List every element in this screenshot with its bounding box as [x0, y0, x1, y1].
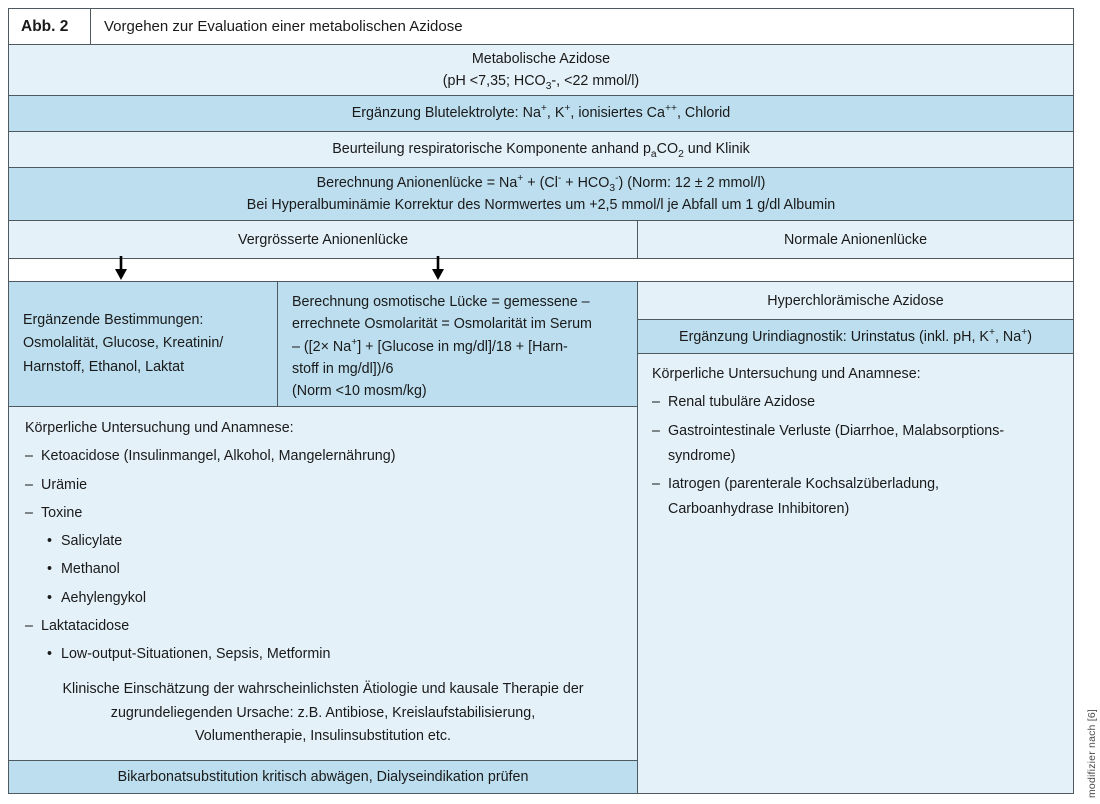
electrolytes-text: Ergänzung Blutelektrolyte: Na+, K+, ioni… — [351, 103, 731, 122]
normal-anion-gap-column: Hyperchlorämische Azidose Ergänzung Urin… — [638, 281, 1073, 793]
dash-marker: – — [25, 476, 33, 493]
respiratory-text: Beurteilung respiratorische Komponente a… — [332, 141, 750, 161]
anion-gap-formula: Berechnung Anionenlücke = Na+ + (Cl- + H… — [316, 173, 766, 194]
list-item: – Toxine — [25, 504, 621, 521]
closing-line-2: zugrundeliegenden Ursache: z.B. Antibios… — [110, 704, 536, 721]
diagnosis-line-2: (pH <7,35; HCO3-, <22 mmol/l) — [442, 73, 640, 92]
sub-list-item-label: Salicylate — [61, 533, 123, 550]
list-item-label: Gastrointestinale Verluste (Diarrhoe, Ma… — [668, 422, 1005, 464]
diagnosis-line-1: Metabolische Azidose — [471, 50, 611, 67]
bullet-marker: • — [47, 561, 53, 578]
bicarbonate-substitution-box: Bikarbonatsubstitution kritisch abwägen,… — [9, 760, 637, 793]
list-item-label: Urämie — [41, 476, 88, 493]
list-item: – Laktatacidose — [25, 618, 621, 635]
sub-list-item: • Low-output-Situationen, Sepsis, Metfor… — [47, 646, 621, 663]
urine-diagnostics-text: Ergänzung Urindiagnostik: Urinstatus (in… — [679, 326, 1032, 345]
clinical-assessment-text: Klinische Einschätzung der wahrscheinlic… — [25, 678, 621, 760]
list-item: – Urämie — [25, 476, 621, 493]
step-anion-gap-calculation: Berechnung Anionenlücke = Na+ + (Cl- + H… — [9, 168, 1073, 221]
additional-determinations-box: Ergänzende Bestimmungen: Osmolalität, Gl… — [9, 282, 278, 406]
figure-container: Abb. 2 Vorgehen zur Evaluation einer met… — [8, 8, 1074, 794]
list-item-label: Renal tubuläre Azidose — [668, 394, 816, 411]
sub-list-item-label: Low-output-Situationen, Sepsis, Metformi… — [61, 646, 331, 663]
dash-marker: – — [652, 394, 660, 411]
sub-list-item-label: Methanol — [61, 561, 120, 578]
osmotic-gap-line-1: Berechnung osmotische Lücke = gemessene … — [292, 294, 590, 310]
right-examination-heading: Körperliche Untersuchung und Anamnese: — [652, 366, 921, 382]
hyperchloremic-acidosis-title: Hyperchlorämische Azidose — [638, 282, 1073, 320]
branch-label-increased: Vergrösserte Anionenlücke — [9, 221, 638, 258]
sub-list-item: • Salicylate — [47, 533, 621, 550]
dash-marker: – — [25, 448, 33, 465]
increased-anion-gap-column: Ergänzende Bestimmungen: Osmolalität, Gl… — [9, 281, 638, 793]
step-respiratory-assessment: Beurteilung respiratorische Komponente a… — [9, 132, 1073, 168]
list-item-line-2: Carboanhydrase Inhibitoren) — [668, 501, 850, 518]
list-item: – Renal tubuläre Azidose — [652, 394, 1059, 411]
bullet-marker: • — [47, 533, 53, 550]
step-blood-electrolytes: Ergänzung Blutelektrolyte: Na+, K+, ioni… — [9, 96, 1073, 132]
dash-marker: – — [25, 504, 33, 521]
list-item: – Iatrogen (parenterale Kochsalzüberladu… — [652, 477, 1059, 517]
anion-gap-branch-header: Vergrösserte Anionenlücke Normale Anione… — [9, 221, 1073, 259]
closing-line-3: Volumentherapie, Insulinsubstitution etc… — [195, 728, 451, 745]
list-item: – Gastrointestinale Verluste (Diarrhoe, … — [652, 422, 1059, 464]
dash-marker: – — [652, 422, 660, 439]
figure-caption: Vorgehen zur Evaluation einer metabolisc… — [104, 18, 463, 35]
anion-gap-correction: Bei Hyperalbuminämie Korrektur des Normw… — [246, 197, 836, 213]
sub-list-item: • Aehylengykol — [47, 589, 621, 606]
figure-title-row: Abb. 2 Vorgehen zur Evaluation einer met… — [9, 9, 1073, 45]
arrow-strip — [9, 256, 1073, 281]
determination-row: Ergänzende Bestimmungen: Osmolalität, Gl… — [9, 282, 637, 407]
list-item-label: Iatrogen (parenterale Kochsalzüberladung… — [668, 477, 939, 517]
figure-number: Abb. 2 — [9, 9, 91, 44]
branch-label-normal: Normale Anionenlücke — [783, 231, 928, 248]
list-item: – Ketoacidose (Insulinmangel, Alkohol, M… — [25, 448, 621, 465]
sub-list-item: • Methanol — [47, 561, 621, 578]
determinations-line-3: Harnstoff, Ethanol, Laktat — [23, 358, 185, 375]
osmotic-gap-box: Berechnung osmotische Lücke = gemessene … — [278, 282, 637, 406]
branch-content-area: Ergänzende Bestimmungen: Osmolalität, Gl… — [9, 281, 1073, 793]
sub-list-item-label: Aehylengykol — [61, 589, 147, 606]
bullet-marker: • — [47, 589, 53, 606]
list-item-label: Laktatacidose — [41, 618, 130, 635]
determinations-line-2: Osmolalität, Glucose, Kreatinin/ — [23, 335, 224, 352]
down-arrow-icon — [115, 256, 127, 280]
urine-diagnostics-box: Ergänzung Urindiagnostik: Urinstatus (in… — [638, 320, 1073, 354]
hco3-subscript: 3 — [545, 80, 552, 92]
osmotic-gap-line-5: (Norm <10 mosm/kg) — [292, 383, 427, 400]
list-item-line-1: Iatrogen (parenterale Kochsalzüberladung… — [668, 476, 940, 493]
list-item-line-2: syndrome) — [668, 447, 736, 464]
left-examination-heading: Körperliche Untersuchung und Anamnese: — [25, 420, 294, 436]
bullet-marker: • — [47, 646, 53, 663]
osmotic-gap-line-2: errechnete Osmolarität = Osmolarität im … — [292, 316, 592, 333]
closing-line-1: Klinische Einschätzung der wahrscheinlic… — [62, 681, 584, 698]
list-item-label: Ketoacidose (Insulinmangel, Alkohol, Man… — [41, 448, 396, 465]
list-item-label: Toxine — [41, 504, 83, 521]
osmotic-gap-line-4: stoff in mg/dl])/6 — [292, 360, 394, 377]
down-arrow-icon — [432, 256, 444, 280]
step-metabolic-acidosis: Metabolische Azidose (pH <7,35; HCO3-, <… — [9, 45, 1073, 96]
list-item-line-1: Gastrointestinale Verluste (Diarrhoe, Ma… — [668, 422, 1005, 439]
figure-credit: modifizier nach [6] — [1086, 708, 1098, 798]
determinations-line-1: Ergänzende Bestimmungen: — [23, 312, 204, 329]
dash-marker: – — [652, 476, 660, 493]
dash-marker: – — [25, 618, 33, 635]
left-examination-box: Körperliche Untersuchung und Anamnese: –… — [9, 407, 637, 760]
right-examination-box: Körperliche Untersuchung und Anamnese: –… — [638, 354, 1073, 793]
osmotic-gap-line-3: – ([2× Na+] + [Glucose in mg/dl]/18 + [H… — [292, 336, 568, 355]
